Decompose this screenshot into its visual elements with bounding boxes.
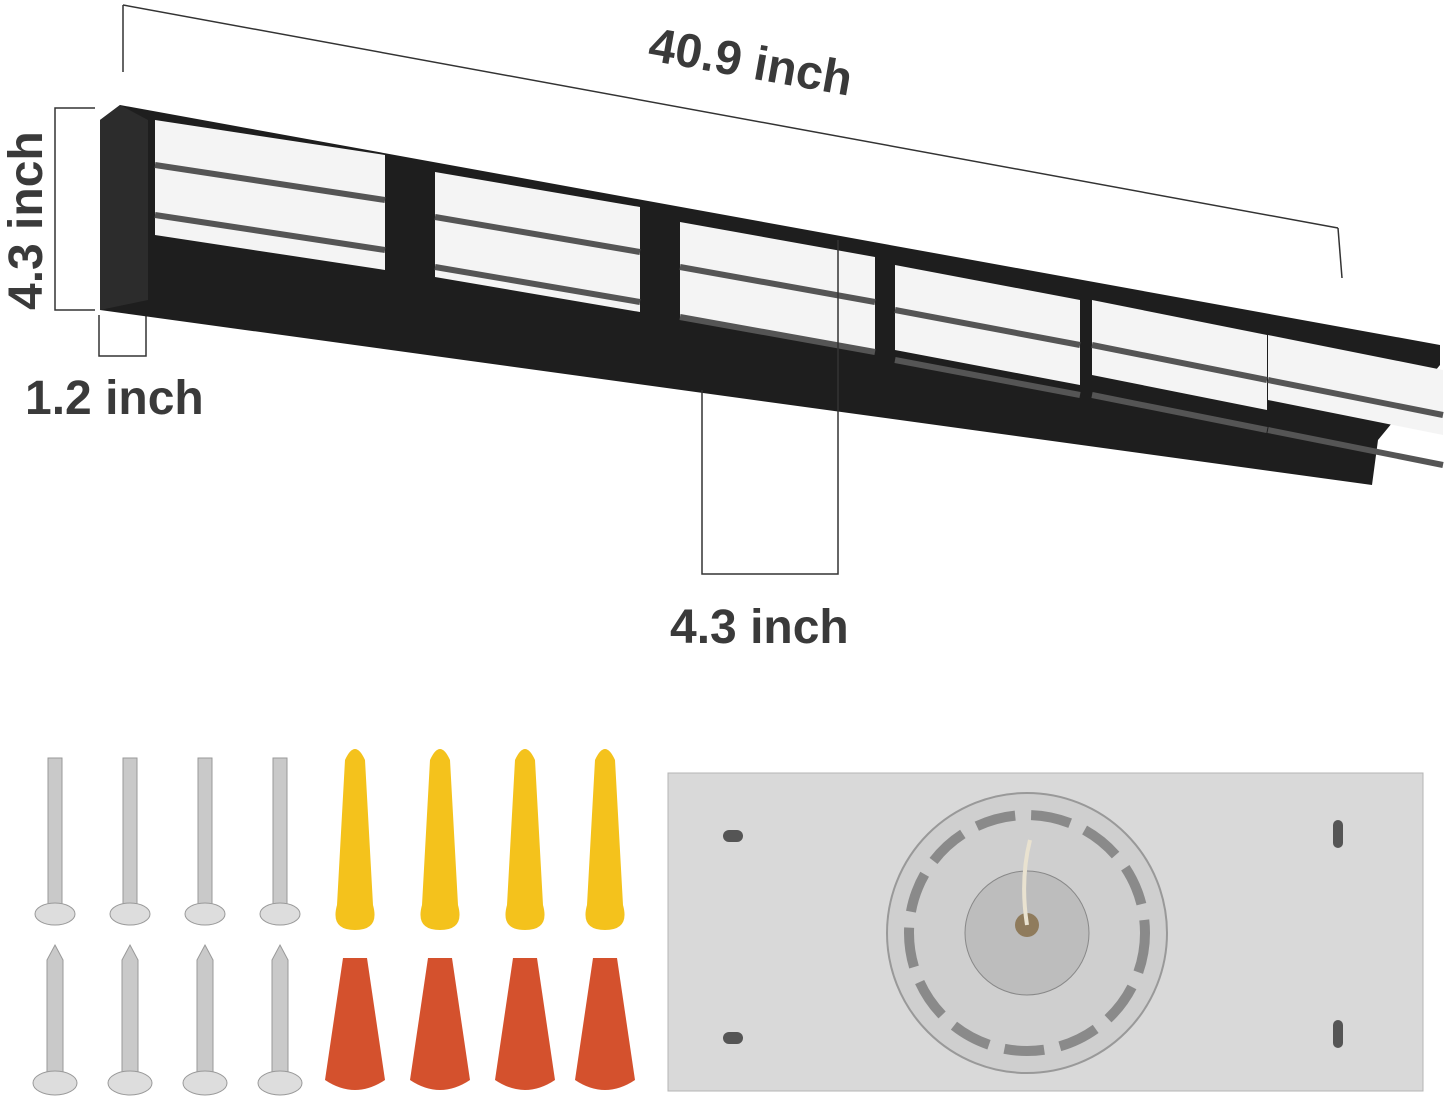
- projection-dimension-line: [701, 240, 839, 575]
- light-shade: [894, 265, 1081, 398]
- machine-screw: [184, 757, 226, 926]
- wood-screw: [257, 943, 303, 1096]
- wire-nut: [325, 958, 385, 1090]
- projection-label: 4.3 inch: [670, 601, 849, 654]
- light-shade: [154, 120, 386, 270]
- depth-label: 1.2 inch: [25, 372, 204, 425]
- wall-anchor: [420, 749, 460, 930]
- wood-screw: [107, 943, 153, 1096]
- machine-screw: [259, 757, 301, 926]
- depth-dimension-line: [98, 295, 147, 357]
- light-shade: [1091, 300, 1268, 433]
- wall-anchor: [585, 749, 625, 930]
- wood-screw: [182, 943, 228, 1096]
- machine-screw: [109, 757, 151, 926]
- height-label: 4.3 inch: [0, 131, 53, 310]
- mounting-hardware: [32, 749, 635, 1096]
- mounting-plate: [667, 772, 1424, 1092]
- length-dimension-line: [122, 4, 1343, 279]
- length-label: 40.9 inch: [645, 19, 857, 107]
- light-shade: [679, 222, 876, 355]
- wall-anchor: [335, 749, 375, 930]
- wire-nut: [495, 958, 555, 1090]
- machine-screw: [34, 757, 76, 926]
- light-shade: [1267, 335, 1444, 468]
- wood-screw: [32, 943, 78, 1096]
- light-shade: [434, 172, 641, 312]
- vanity-light-fixture: [100, 105, 1444, 485]
- height-dimension-line: [54, 107, 95, 311]
- wall-anchor: [505, 749, 545, 930]
- wire-nut: [410, 958, 470, 1090]
- wire-nut: [575, 958, 635, 1090]
